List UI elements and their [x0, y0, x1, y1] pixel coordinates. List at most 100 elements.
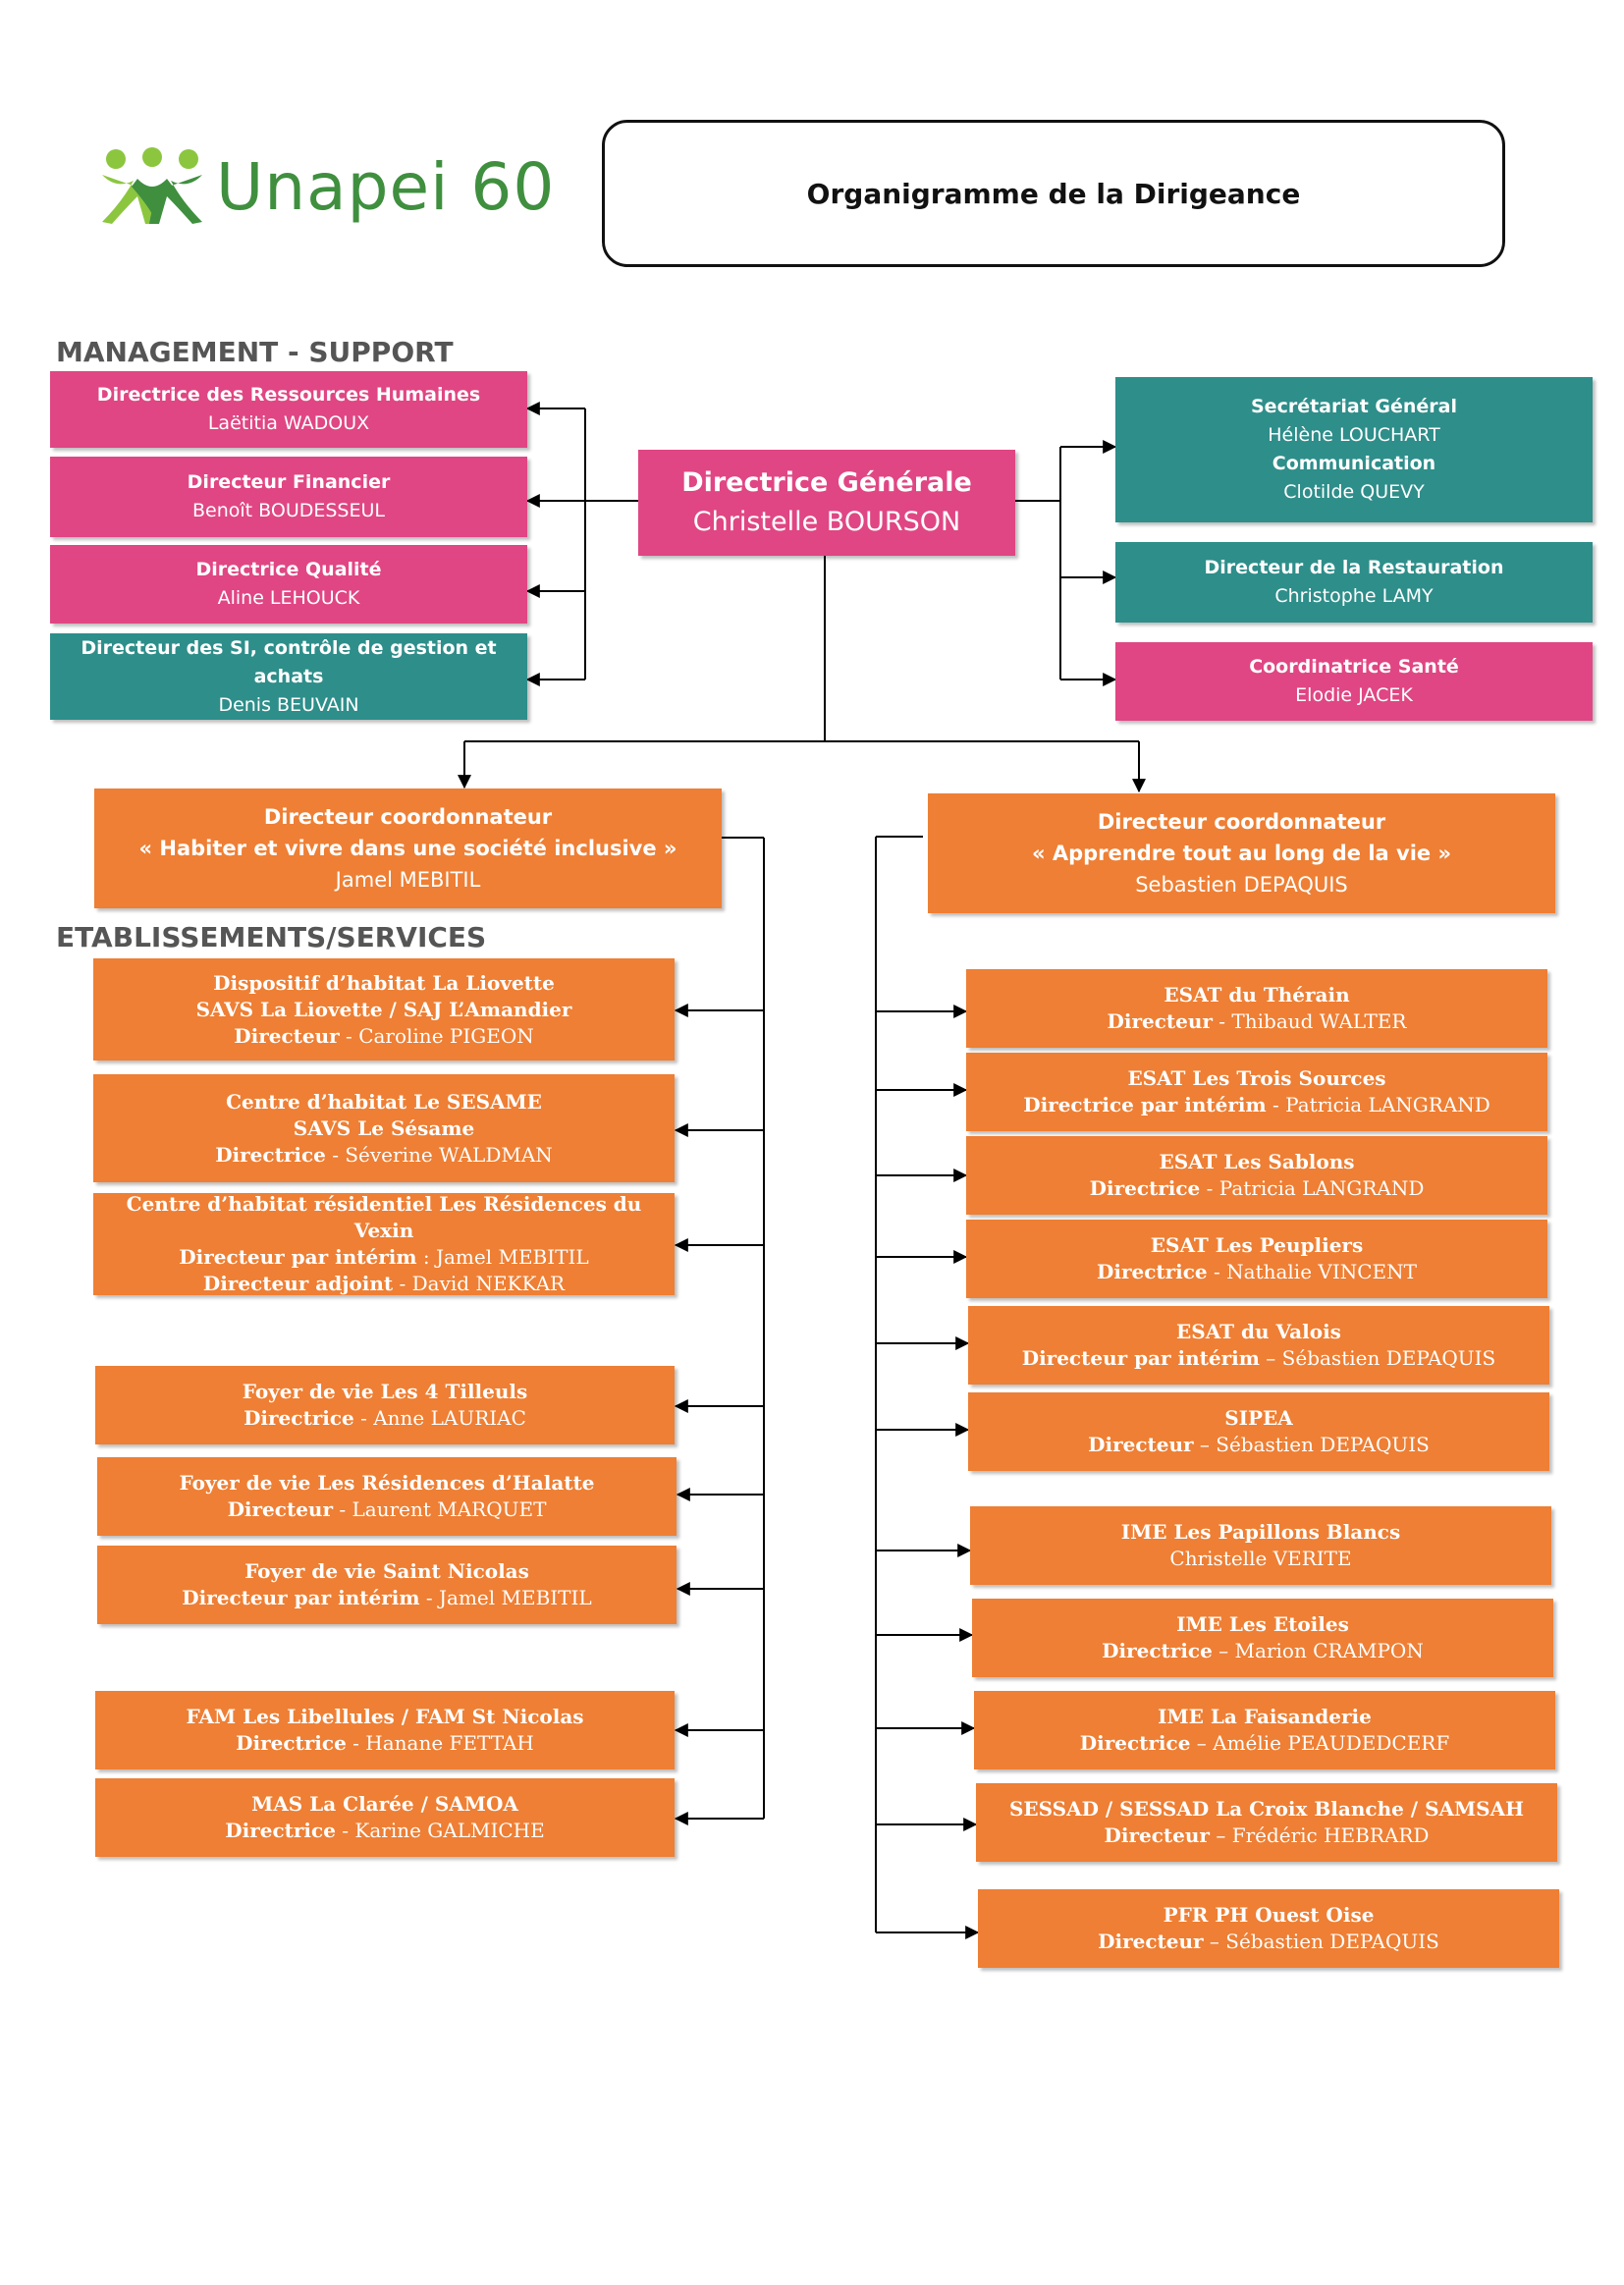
service-director: Directeur - Thibaud WALTER: [1108, 1008, 1407, 1035]
service-director-adjoint: Directeur adjoint - David NEKKAR: [203, 1271, 565, 1297]
management-role: Directeur des SI, contrôle de gestion et…: [81, 636, 497, 687]
service-director: Directeur - Laurent MARQUET: [228, 1496, 547, 1523]
service-sep: -: [346, 1731, 366, 1755]
service-director: Directrice - Anne LAURIAC: [244, 1405, 526, 1432]
service-name: Centre d’habitat résidentiel Les Résiden…: [126, 1192, 642, 1242]
service-box-sesame: Centre d’habitat Le SESAME SAVS Le Sésam…: [93, 1074, 675, 1182]
service-name: Centre d’habitat Le SESAME: [226, 1089, 542, 1114]
service-sep: -: [419, 1586, 439, 1609]
service-name: IME Les Papillons Blancs: [1120, 1520, 1401, 1544]
management-role: Directeur Financier: [187, 471, 391, 493]
service-name: IME La Faisanderie: [1158, 1705, 1372, 1728]
service-name: SIPEA: [1224, 1406, 1293, 1430]
service-role: Directeur: [1088, 1433, 1194, 1456]
dg-title: Directrice Générale: [681, 467, 972, 498]
service-role: Directeur: [1104, 1823, 1210, 1847]
management-person: Benoît BOUDESSEUL: [192, 500, 385, 521]
service-sep: :: [416, 1245, 436, 1269]
restauration-title: Directeur de la Restauration: [1204, 557, 1504, 578]
service-sep: -: [393, 1272, 412, 1295]
service-director: Christelle VERITE: [1169, 1546, 1351, 1572]
service-director: Directeur par intérim : Jamel MEBITIL: [179, 1244, 588, 1271]
service-box-ime-etoiles: IME Les Etoiles Directrice – Marion CRAM…: [972, 1599, 1553, 1677]
service-sep: –: [1193, 1433, 1217, 1456]
service-person: Hanane FETTAH: [365, 1731, 534, 1755]
directrice-generale-box: Directrice Générale Christelle BOURSON: [638, 450, 1015, 556]
service-director: Directrice - Patricia LANGRAND: [1090, 1175, 1425, 1202]
service-name: MAS La Clarée / SAMOA: [251, 1792, 518, 1816]
service-role: Directrice: [1097, 1260, 1208, 1283]
service-person: Anne LAURIAC: [373, 1406, 526, 1430]
service-person: Patricia LANGRAND: [1218, 1176, 1425, 1200]
communication-title: Communication: [1272, 453, 1436, 474]
service-sep: -: [339, 1023, 359, 1048]
service-role: Directeur par intérim: [1021, 1346, 1260, 1370]
service-name: SAVS Le Sésame: [293, 1115, 475, 1140]
management-role: Directrice des Ressources Humaines: [96, 384, 481, 406]
coordinator-left-box: Directeur coordonnateur « Habiter et viv…: [94, 789, 722, 908]
service-person: Sébastien DEPAQUIS: [1225, 1930, 1439, 1953]
service-box-ime-faisanderie: IME La Faisanderie Directrice – Amélie P…: [974, 1691, 1555, 1769]
secretariat-person: Hélène LOUCHART: [1268, 424, 1440, 446]
service-name: Dispositif d’habitat La Liovette: [213, 970, 555, 995]
service-name: Foyer de vie Les 4 Tilleuls: [242, 1380, 528, 1403]
service-name: Foyer de vie Saint Nicolas: [244, 1559, 529, 1583]
service-person: Christelle VERITE: [1169, 1547, 1352, 1570]
service-box-pfr-ph: PFR PH Ouest Oise Directeur – Sébastien …: [978, 1889, 1559, 1968]
service-person: David NEKKAR: [411, 1272, 566, 1295]
service-box-ime-papillons: IME Les Papillons Blancs Christelle VERI…: [970, 1506, 1551, 1585]
service-box-tilleuls: Foyer de vie Les 4 Tilleuls Directrice -…: [95, 1366, 675, 1444]
service-sep: -: [1266, 1093, 1286, 1116]
service-director: Directeur – Frédéric HEBRARD: [1105, 1823, 1430, 1849]
service-person: Sébastien DEPAQUIS: [1216, 1433, 1430, 1456]
service-box-sipea: SIPEA Directeur – Sébastien DEPAQUIS: [968, 1392, 1549, 1471]
service-name: PFR PH Ouest Oise: [1163, 1903, 1375, 1927]
service-name: FAM Les Libellules / FAM St Nicolas: [186, 1705, 584, 1728]
coordinator-right-box: Directeur coordonnateur « Apprendre tout…: [928, 793, 1555, 913]
management-box-financier: Directeur Financier Benoît BOUDESSEUL: [50, 457, 527, 537]
restauration-box: Directeur de la Restauration Christophe …: [1115, 542, 1593, 623]
service-box-esat-therain: ESAT du Thérain Directeur - Thibaud WALT…: [966, 969, 1547, 1048]
service-person: Frédéric HEBRARD: [1231, 1823, 1430, 1847]
service-director: Directeur par intérim – Sébastien DEPAQU…: [1022, 1345, 1496, 1372]
service-box-esat-peupliers: ESAT Les Peupliers Directrice - Nathalie…: [966, 1220, 1547, 1298]
coordinator-theme: « Habiter et vivre dans une société incl…: [138, 837, 677, 860]
service-role: Directrice par intérim: [1023, 1093, 1267, 1116]
service-box-esat-valois: ESAT du Valois Directeur par intérim – S…: [968, 1306, 1549, 1385]
management-person: Aline LEHOUCK: [217, 587, 360, 609]
coordinator-person: Jamel MEBITIL: [335, 868, 481, 892]
service-sep: -: [1200, 1176, 1219, 1200]
restauration-person: Christophe LAMY: [1274, 585, 1434, 607]
service-person: Caroline PIGEON: [358, 1023, 534, 1048]
people-icon: [102, 147, 202, 224]
unapei-logo: Unapei 60: [98, 137, 554, 245]
service-box-vexin: Centre d’habitat résidentiel Les Résiden…: [93, 1192, 675, 1297]
management-role: Directrice Qualité: [195, 559, 382, 580]
service-person: Patricia LANGRAND: [1285, 1093, 1490, 1116]
service-role: Directrice: [1102, 1639, 1213, 1662]
service-role: Directrice: [236, 1731, 347, 1755]
service-person: Nathalie VINCENT: [1226, 1260, 1417, 1283]
service-person: Jamel MEBITIL: [439, 1586, 592, 1609]
service-sep: -: [325, 1142, 346, 1167]
logo-brand-text: Unapei 60: [216, 149, 556, 225]
service-sep: -: [1207, 1260, 1227, 1283]
service-role: Directeur par intérim: [182, 1586, 420, 1609]
section-etablissements-heading: ETABLISSEMENTS/SERVICES: [56, 921, 487, 953]
sante-person: Elodie JACEK: [1295, 684, 1413, 706]
coordinator-theme: « Apprendre tout au long de la vie »: [1031, 842, 1452, 865]
service-box-mas-claree: MAS La Clarée / SAMOA Directrice - Karin…: [95, 1778, 675, 1857]
service-person: Thibaud WALTER: [1231, 1009, 1407, 1033]
service-name: IME Les Etoiles: [1176, 1612, 1349, 1636]
service-name: ESAT Les Sablons: [1159, 1150, 1355, 1173]
service-sep: -: [335, 1819, 355, 1842]
service-role: Directrice: [215, 1142, 326, 1167]
service-sep: -: [353, 1406, 374, 1430]
service-sep: –: [1259, 1346, 1282, 1370]
service-role: Directeur: [1098, 1930, 1204, 1953]
service-person: Karine GALMICHE: [354, 1819, 545, 1842]
service-name: ESAT du Valois: [1176, 1320, 1341, 1343]
service-box-halatte: Foyer de vie Les Résidences d’Halatte Di…: [97, 1457, 677, 1536]
service-role: Directeur: [234, 1023, 340, 1048]
sante-box: Coordinatrice Santé Elodie JACEK: [1115, 642, 1593, 721]
